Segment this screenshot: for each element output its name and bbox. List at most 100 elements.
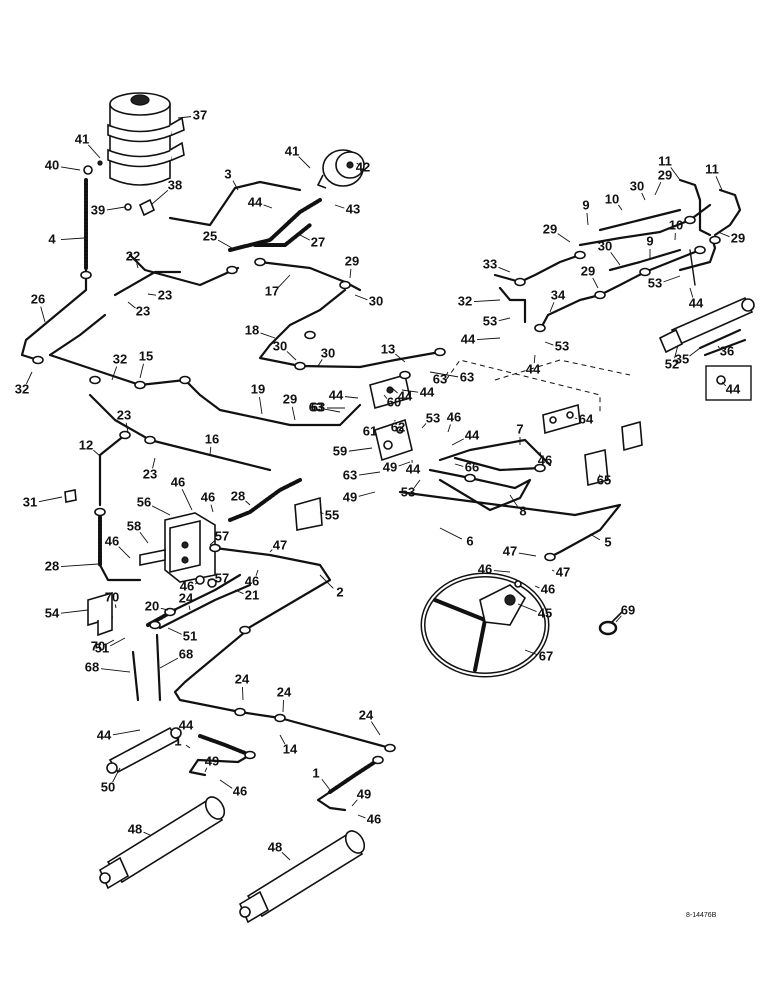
fitting <box>239 625 251 635</box>
leader-line <box>260 332 276 339</box>
leader-line <box>334 204 345 209</box>
lift-cylinder-1 <box>98 796 226 890</box>
callout-38: 38 <box>168 177 182 192</box>
leader-line <box>38 496 63 503</box>
leader-line <box>321 778 331 791</box>
leader-line <box>185 744 191 749</box>
callout-29: 29 <box>581 263 595 278</box>
callout-5: 5 <box>604 534 611 549</box>
leader-line <box>106 639 115 645</box>
fitting <box>434 347 446 357</box>
callout-56: 56 <box>137 494 151 509</box>
callout-32: 32 <box>458 293 472 308</box>
callout-41: 41 <box>75 131 89 146</box>
leader-line <box>354 294 368 301</box>
callout-48: 48 <box>128 821 142 836</box>
control-valve <box>139 512 217 588</box>
upper-right-lines <box>493 178 742 332</box>
leader-line <box>136 263 139 269</box>
leader-line <box>534 585 540 589</box>
callout-9: 9 <box>646 233 653 248</box>
leader-line <box>263 204 273 209</box>
fitting <box>464 473 476 483</box>
leader-line <box>498 266 511 273</box>
leader-line <box>348 447 373 452</box>
leader-line <box>358 491 376 497</box>
leader-lines <box>25 116 730 861</box>
callout-46: 46 <box>541 581 555 596</box>
leader-line <box>689 347 701 357</box>
callout-44: 44 <box>420 384 435 399</box>
callout-24: 24 <box>359 707 374 722</box>
callout-46: 46 <box>201 489 215 504</box>
leader-line <box>524 649 538 656</box>
callout-23: 23 <box>158 287 172 302</box>
callout-42: 42 <box>356 159 370 174</box>
right-cylinder <box>658 296 755 357</box>
leader-line <box>349 268 352 279</box>
callout-23: 23 <box>143 466 157 481</box>
callout-47: 47 <box>556 564 570 579</box>
fitting <box>209 543 221 553</box>
fitting <box>384 743 396 753</box>
callout-63: 63 <box>311 399 325 414</box>
leader-line <box>152 457 156 469</box>
leader-line <box>517 603 537 612</box>
leader-line <box>413 479 421 489</box>
leader-line <box>398 461 411 467</box>
callout-44: 44 <box>179 717 194 732</box>
leader-line <box>143 831 151 836</box>
leader-line <box>324 408 341 413</box>
leader-line <box>551 569 555 572</box>
callout-44: 44 <box>726 381 741 396</box>
lift-cylinder-2 <box>238 830 366 924</box>
callout-47: 47 <box>503 543 517 558</box>
mounting-rods <box>131 633 162 702</box>
callout-24: 24 <box>277 684 292 699</box>
leader-line <box>557 233 571 243</box>
pressure-gauge <box>316 149 365 189</box>
callout-44: 44 <box>465 427 480 442</box>
callout-34: 34 <box>551 287 566 302</box>
dashed-guides <box>445 359 631 415</box>
fitting <box>399 370 411 380</box>
leader-line <box>60 609 89 614</box>
fitting <box>694 245 706 255</box>
callout-65: 65 <box>597 472 611 487</box>
callout-1: 1 <box>174 733 181 748</box>
leader-line <box>395 353 406 363</box>
leader-line <box>589 533 601 541</box>
leader-line <box>356 162 361 166</box>
clip <box>64 489 77 503</box>
leader-line <box>241 686 244 701</box>
callout-3: 3 <box>224 166 231 181</box>
callout-53: 53 <box>401 484 415 499</box>
fitting <box>89 375 101 385</box>
leader-line <box>401 389 419 393</box>
callout-68: 68 <box>179 646 193 661</box>
callout-30: 30 <box>598 238 612 253</box>
callout-14: 14 <box>283 741 298 756</box>
callout-7: 7 <box>516 421 523 436</box>
leader-line <box>319 511 324 515</box>
leader-line <box>674 344 679 359</box>
fitting <box>339 280 351 290</box>
callout-23: 23 <box>117 407 131 422</box>
leader-line <box>109 637 126 647</box>
fitting <box>134 380 146 390</box>
leader-line <box>518 552 537 557</box>
callout-24: 24 <box>235 671 250 686</box>
leader-line <box>717 231 730 238</box>
leader-line <box>279 734 286 745</box>
callout-47: 47 <box>273 537 287 552</box>
callout-40: 40 <box>45 157 59 172</box>
steering-wheel <box>420 572 550 678</box>
leader-line <box>447 424 451 433</box>
leader-line <box>114 604 117 609</box>
callout-20: 20 <box>145 598 159 613</box>
leader-line <box>151 189 169 205</box>
leader-line <box>476 337 501 341</box>
leader-line <box>282 699 284 713</box>
leader-line <box>391 387 398 394</box>
